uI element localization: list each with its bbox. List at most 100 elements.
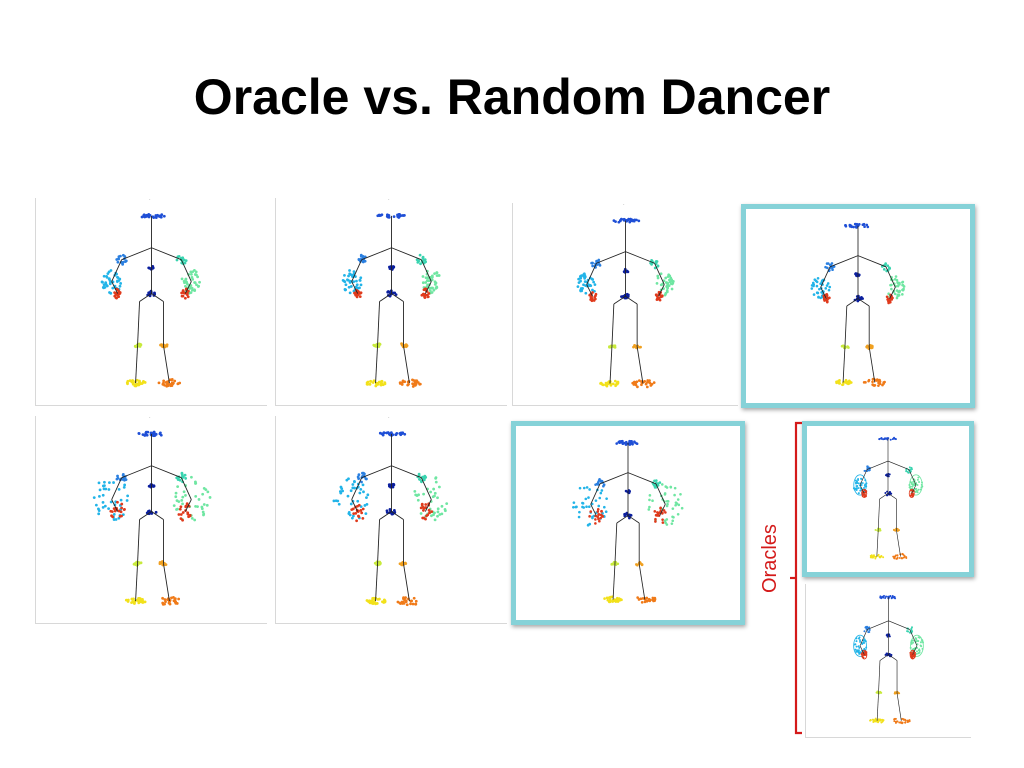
trajectory-dot [831, 266, 834, 269]
trajectory-dot [116, 288, 120, 292]
trajectory-dot [898, 721, 901, 724]
trajectory-dot [154, 510, 158, 514]
trajectory-dot [109, 291, 113, 295]
trajectory-dot [648, 505, 651, 509]
trajectory-dot [886, 494, 889, 497]
trajectory-dot [599, 491, 603, 495]
trajectory-dot [202, 512, 206, 516]
trajectory-dot [901, 552, 904, 555]
trajectory-dot [613, 379, 617, 383]
trajectory-dot [426, 513, 430, 517]
trajectory-dot [359, 487, 363, 491]
trajectory-dot [588, 522, 592, 526]
trajectory-dot [589, 284, 593, 288]
trajectory-dot [193, 288, 196, 292]
trajectory-dot [616, 562, 620, 566]
trajectory-dot [403, 213, 406, 217]
trajectory-dot [887, 300, 890, 303]
trajectory-dot [382, 601, 386, 604]
trajectory-dot [888, 266, 891, 270]
trajectory-dot [354, 512, 358, 515]
trajectory-dot [332, 499, 336, 503]
trajectory-dot [874, 717, 877, 720]
trajectory-dot [575, 505, 578, 509]
trajectory-dot [597, 480, 600, 484]
trajectory-dot [918, 481, 921, 484]
trajectory-loop [853, 634, 867, 657]
trajectory-dot [884, 597, 887, 600]
trajectory-dot [658, 481, 662, 484]
trajectory-dot [360, 480, 363, 484]
trajectory-dot [859, 489, 862, 492]
trajectory-dot [116, 500, 119, 504]
trajectory-dot [624, 489, 628, 493]
trajectory-dot [583, 274, 587, 277]
trajectory-dot [581, 505, 584, 509]
trajectory-dot [676, 498, 680, 501]
trajectory-dot [664, 276, 668, 280]
trajectory-dot [600, 479, 603, 483]
trajectory-dot [855, 645, 858, 648]
trajectory-dot [647, 508, 651, 511]
skeleton-bone [613, 295, 626, 305]
trajectory-dot [419, 262, 422, 266]
trajectory-dot [624, 440, 628, 444]
trajectory-dot [906, 470, 909, 473]
trajectory-dot [627, 217, 630, 221]
trajectory-dot [356, 286, 359, 290]
trajectory-dot [622, 218, 626, 222]
trajectory-dot [353, 479, 356, 483]
dancer-panel-oracle-4 [805, 584, 971, 738]
trajectory-dot [360, 511, 364, 515]
trajectory-dot [418, 253, 422, 257]
trajectory-dot [121, 262, 125, 266]
trajectory-dot [181, 511, 185, 514]
trajectory-dot [816, 276, 820, 280]
trajectory-dot [604, 510, 608, 513]
trajectory-dot [869, 556, 872, 559]
trajectory-dot [916, 643, 919, 646]
trajectory-dot [357, 514, 360, 518]
skeleton-bone [151, 293, 164, 302]
trajectory-dot [116, 279, 119, 283]
skeleton-plot [810, 222, 906, 387]
trajectory-dot [164, 600, 167, 604]
trajectory-dot [344, 283, 348, 287]
trajectory-dot [658, 298, 662, 302]
trajectory-dot [863, 493, 866, 496]
trajectory-dot [588, 505, 591, 508]
trajectory-dot [385, 431, 389, 435]
skeleton-bone [599, 472, 629, 485]
trajectory-dot [97, 512, 101, 516]
trajectory-dot [206, 490, 210, 494]
skeleton-bone [351, 477, 363, 500]
trajectory-dot [848, 382, 851, 385]
trajectory-dot [916, 483, 919, 486]
trajectory-dot [179, 513, 183, 516]
trajectory-dot [599, 381, 603, 385]
trajectory-dot [672, 515, 675, 519]
trajectory-dot [640, 383, 643, 387]
trajectory-dot [177, 500, 181, 504]
trajectory-dot [181, 289, 185, 292]
trajectory-dot [594, 518, 597, 521]
trajectory-dot [609, 345, 612, 349]
trajectory-dot [911, 494, 914, 497]
trajectory-dot [416, 498, 420, 502]
trajectory-dot [409, 602, 412, 606]
trajectory-dot [378, 562, 382, 566]
trajectory-dot [137, 431, 141, 435]
trajectory-dot [436, 514, 439, 518]
trajectory-dot [605, 497, 608, 500]
trajectory-dot [653, 479, 656, 483]
trajectory-dot [884, 263, 887, 266]
trajectory-dot [664, 291, 668, 295]
trajectory-dot [159, 431, 162, 435]
trajectory-dot [417, 472, 421, 476]
trajectory-dot [437, 274, 441, 277]
trajectory-dot [917, 636, 920, 639]
trajectory-dot [404, 562, 408, 566]
trajectory-dot [891, 438, 894, 441]
trajectory-dot [874, 528, 877, 531]
trajectory-dot [435, 271, 439, 275]
